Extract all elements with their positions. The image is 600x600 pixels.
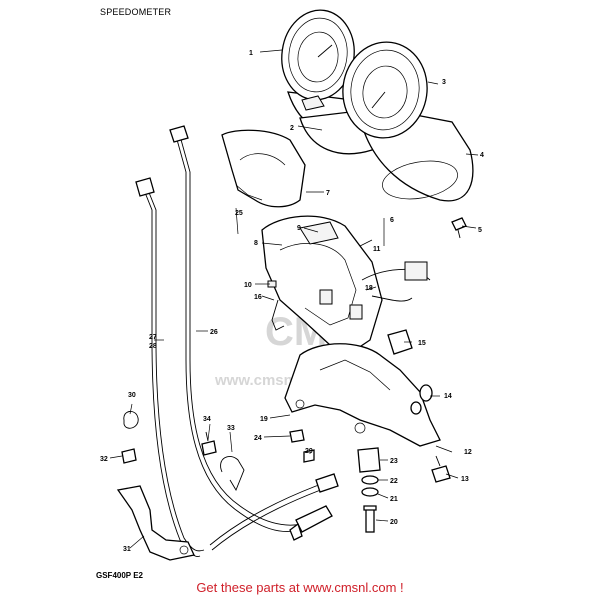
guide-hole: [179, 545, 189, 555]
speedometer-unit: [281, 9, 379, 155]
label-28: 28: [149, 343, 157, 350]
label-29: 29: [305, 448, 313, 455]
page-title: SPEEDOMETER: [100, 7, 172, 17]
cover-25: [221, 129, 306, 208]
grommet-14: [410, 384, 433, 415]
label-18: 18: [365, 285, 373, 292]
label-7: 7: [326, 190, 330, 197]
label-22: 22: [390, 478, 398, 485]
label-20: 20: [390, 519, 398, 526]
label-30: 30: [128, 392, 136, 399]
label-33: 33: [227, 425, 235, 432]
label-16: 16: [254, 294, 262, 301]
lower-bracket: [284, 343, 441, 447]
label-12: 12: [464, 449, 472, 456]
label-26: 26: [210, 329, 218, 336]
label-32: 32: [100, 456, 108, 463]
label-10: 10: [244, 282, 252, 289]
label-24: 24: [254, 435, 262, 442]
tachometer-unit: [342, 41, 474, 202]
clamp-30: [123, 411, 139, 429]
bolt-13: [431, 455, 451, 483]
label-15: 15: [418, 340, 426, 347]
footer-link[interactable]: Get these parts at www.cmsnl.com !: [196, 580, 404, 595]
label-27: 27: [149, 334, 157, 341]
label-2: 2: [290, 125, 294, 132]
label-31: 31: [123, 546, 131, 553]
label-19: 19: [260, 416, 268, 423]
label-34: 34: [203, 416, 211, 423]
tachometer-cable: [135, 177, 339, 557]
label-21: 21: [390, 496, 398, 503]
label-1: 1: [249, 50, 253, 57]
screw-5: [451, 217, 467, 239]
part-numbers: 1 2 3 4 5 6 7 8 9 10 11 12 13 14 15 16 1…: [100, 50, 484, 553]
plate-15: [387, 329, 413, 355]
label-3: 3: [442, 79, 446, 86]
label-14: 14: [444, 393, 452, 400]
label-5: 5: [478, 227, 482, 234]
pin-16: [271, 299, 285, 331]
label-23: 23: [390, 458, 398, 465]
label-4: 4: [480, 152, 484, 159]
label-13: 13: [461, 476, 469, 483]
label-11: 11: [373, 246, 381, 253]
cable-guide-31: [116, 485, 195, 561]
leader-lines: [109, 49, 479, 549]
label-9: 9: [297, 225, 301, 232]
label-25: 25: [235, 210, 243, 217]
label-8: 8: [254, 240, 258, 247]
model-code: GSF400P E2: [96, 571, 143, 580]
bolt-32: [121, 448, 137, 464]
label-6: 6: [390, 217, 394, 224]
clip-33: [220, 456, 245, 492]
bolt-34: [201, 431, 217, 456]
speedometer-cable: [169, 125, 333, 541]
meter-bracket: [261, 215, 431, 353]
fastener-stack: [303, 447, 381, 533]
nut-24: [289, 429, 305, 443]
